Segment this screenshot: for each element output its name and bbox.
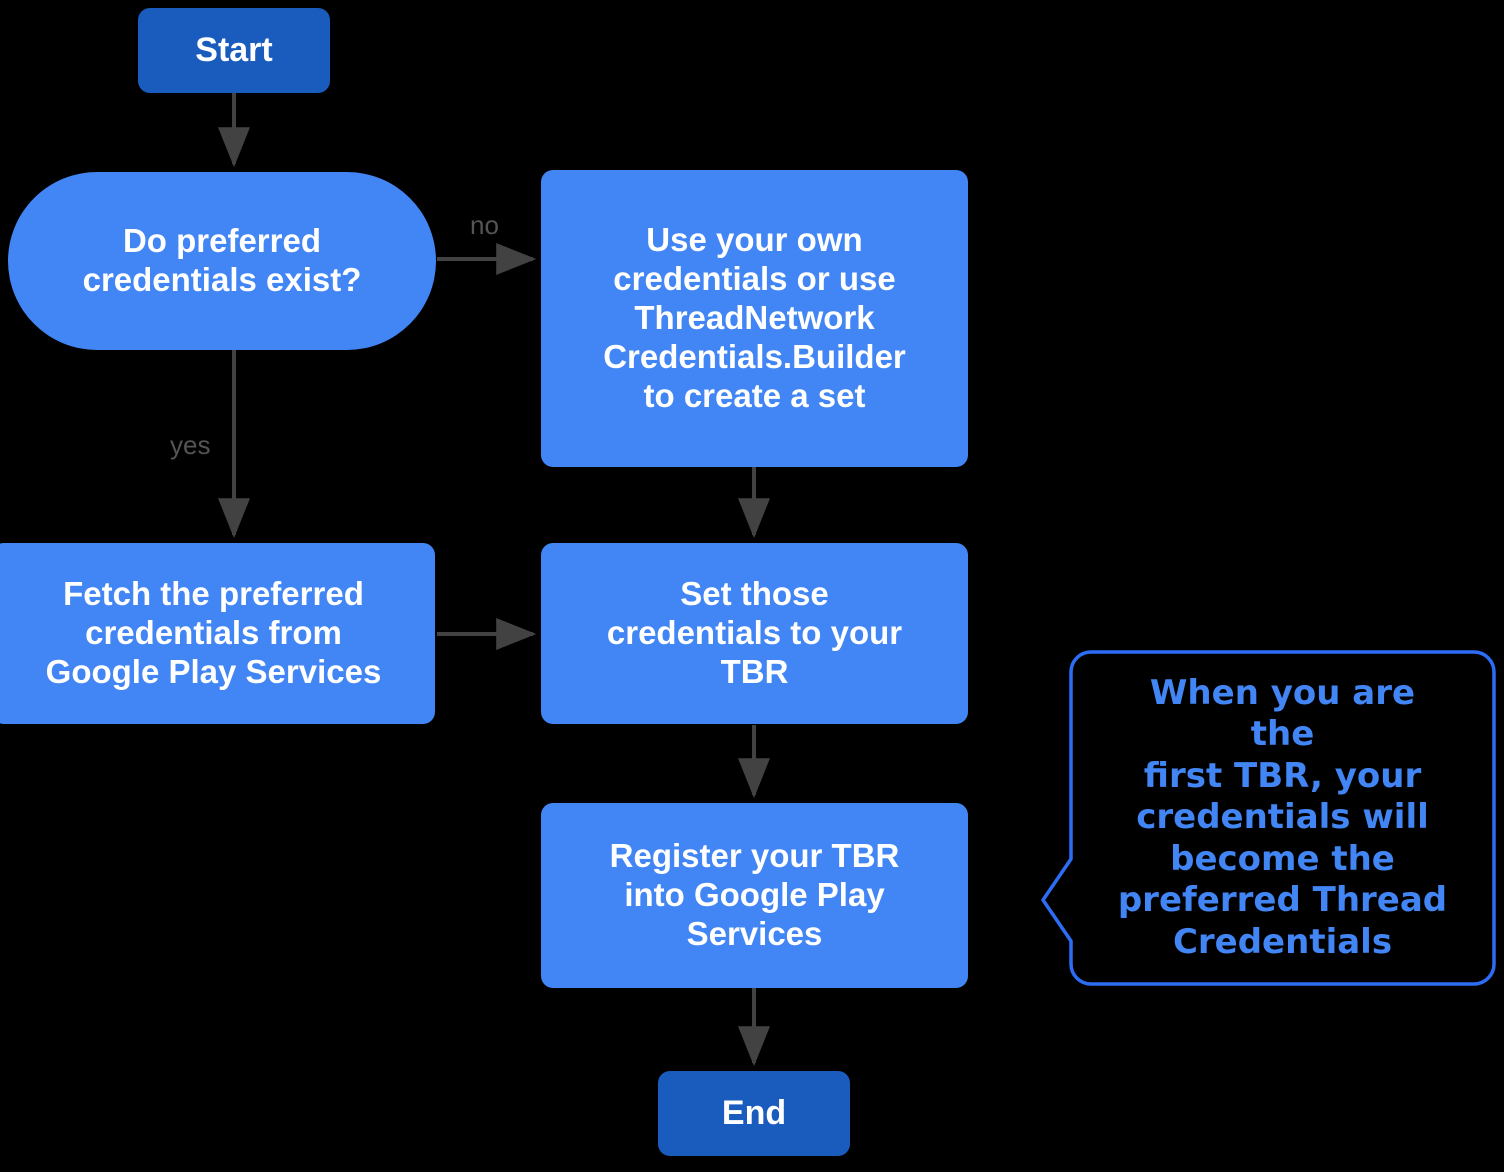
callout-line-3: credentials will [1136, 797, 1429, 838]
useown-line-1: Use your own [646, 221, 863, 259]
node-start-label: Start [195, 31, 273, 70]
edge-label-no: no [470, 210, 499, 240]
callout-first-tbr-note: When you are the first TBR, your credent… [1071, 652, 1494, 984]
node-decision-preferred-credentials[interactable]: Do preferred credentials exist? [8, 172, 436, 350]
decision-line-1: Do preferred [122, 222, 322, 260]
node-set-credentials-to-tbr[interactable]: Set those credentials to your TBR [541, 543, 968, 724]
node-end-label: End [721, 1094, 787, 1133]
node-register-tbr[interactable]: Register your TBR into Google Play Servi… [541, 803, 968, 988]
node-use-own-label: Use your own credentials or use ThreadNe… [603, 221, 906, 416]
callout-line-5: preferred Thread [1117, 880, 1448, 921]
callout-line-2: first TBR, your [1143, 755, 1422, 796]
useown-line-2: credentials or use [613, 260, 896, 298]
node-fetch-label: Fetch the preferred credentials from Goo… [46, 575, 382, 692]
setcreds-line-1: Set those [680, 575, 829, 613]
register-line-1: Register your TBR [609, 837, 900, 875]
useown-line-4: Credentials.Builder [603, 337, 906, 375]
node-start[interactable]: Start [138, 8, 330, 93]
useown-line-5: to create a set [643, 376, 866, 414]
decision-line-2: credentials exist? [82, 261, 362, 298]
edge-label-yes: yes [170, 430, 211, 460]
useown-line-3: ThreadNetwork [634, 299, 875, 337]
node-register-label: Register your TBR into Google Play Servi… [610, 837, 900, 954]
callout-line-4: become the [1170, 838, 1395, 879]
callout-text: When you are the first TBR, your credent… [1118, 673, 1448, 963]
setcreds-line-3: TBR [720, 652, 789, 690]
node-end[interactable]: End [658, 1071, 850, 1156]
fetch-line-2: credentials from [85, 614, 342, 652]
node-use-own-credentials[interactable]: Use your own credentials or use ThreadNe… [541, 170, 968, 467]
register-line-3: Services [686, 914, 823, 952]
callout-line-1: When you are the [1149, 672, 1416, 755]
fetch-line-3: Google Play Services [45, 652, 382, 690]
callout-line-6: Credentials [1172, 921, 1393, 962]
node-fetch-preferred-credentials[interactable]: Fetch the preferred credentials from Goo… [0, 543, 435, 724]
setcreds-line-2: credentials to your [606, 614, 903, 652]
fetch-line-1: Fetch the preferred [63, 575, 364, 613]
node-set-creds-label: Set those credentials to your TBR [607, 575, 902, 692]
register-line-2: into Google Play [624, 876, 885, 914]
node-decision-label: Do preferred credentials exist? [83, 222, 362, 300]
